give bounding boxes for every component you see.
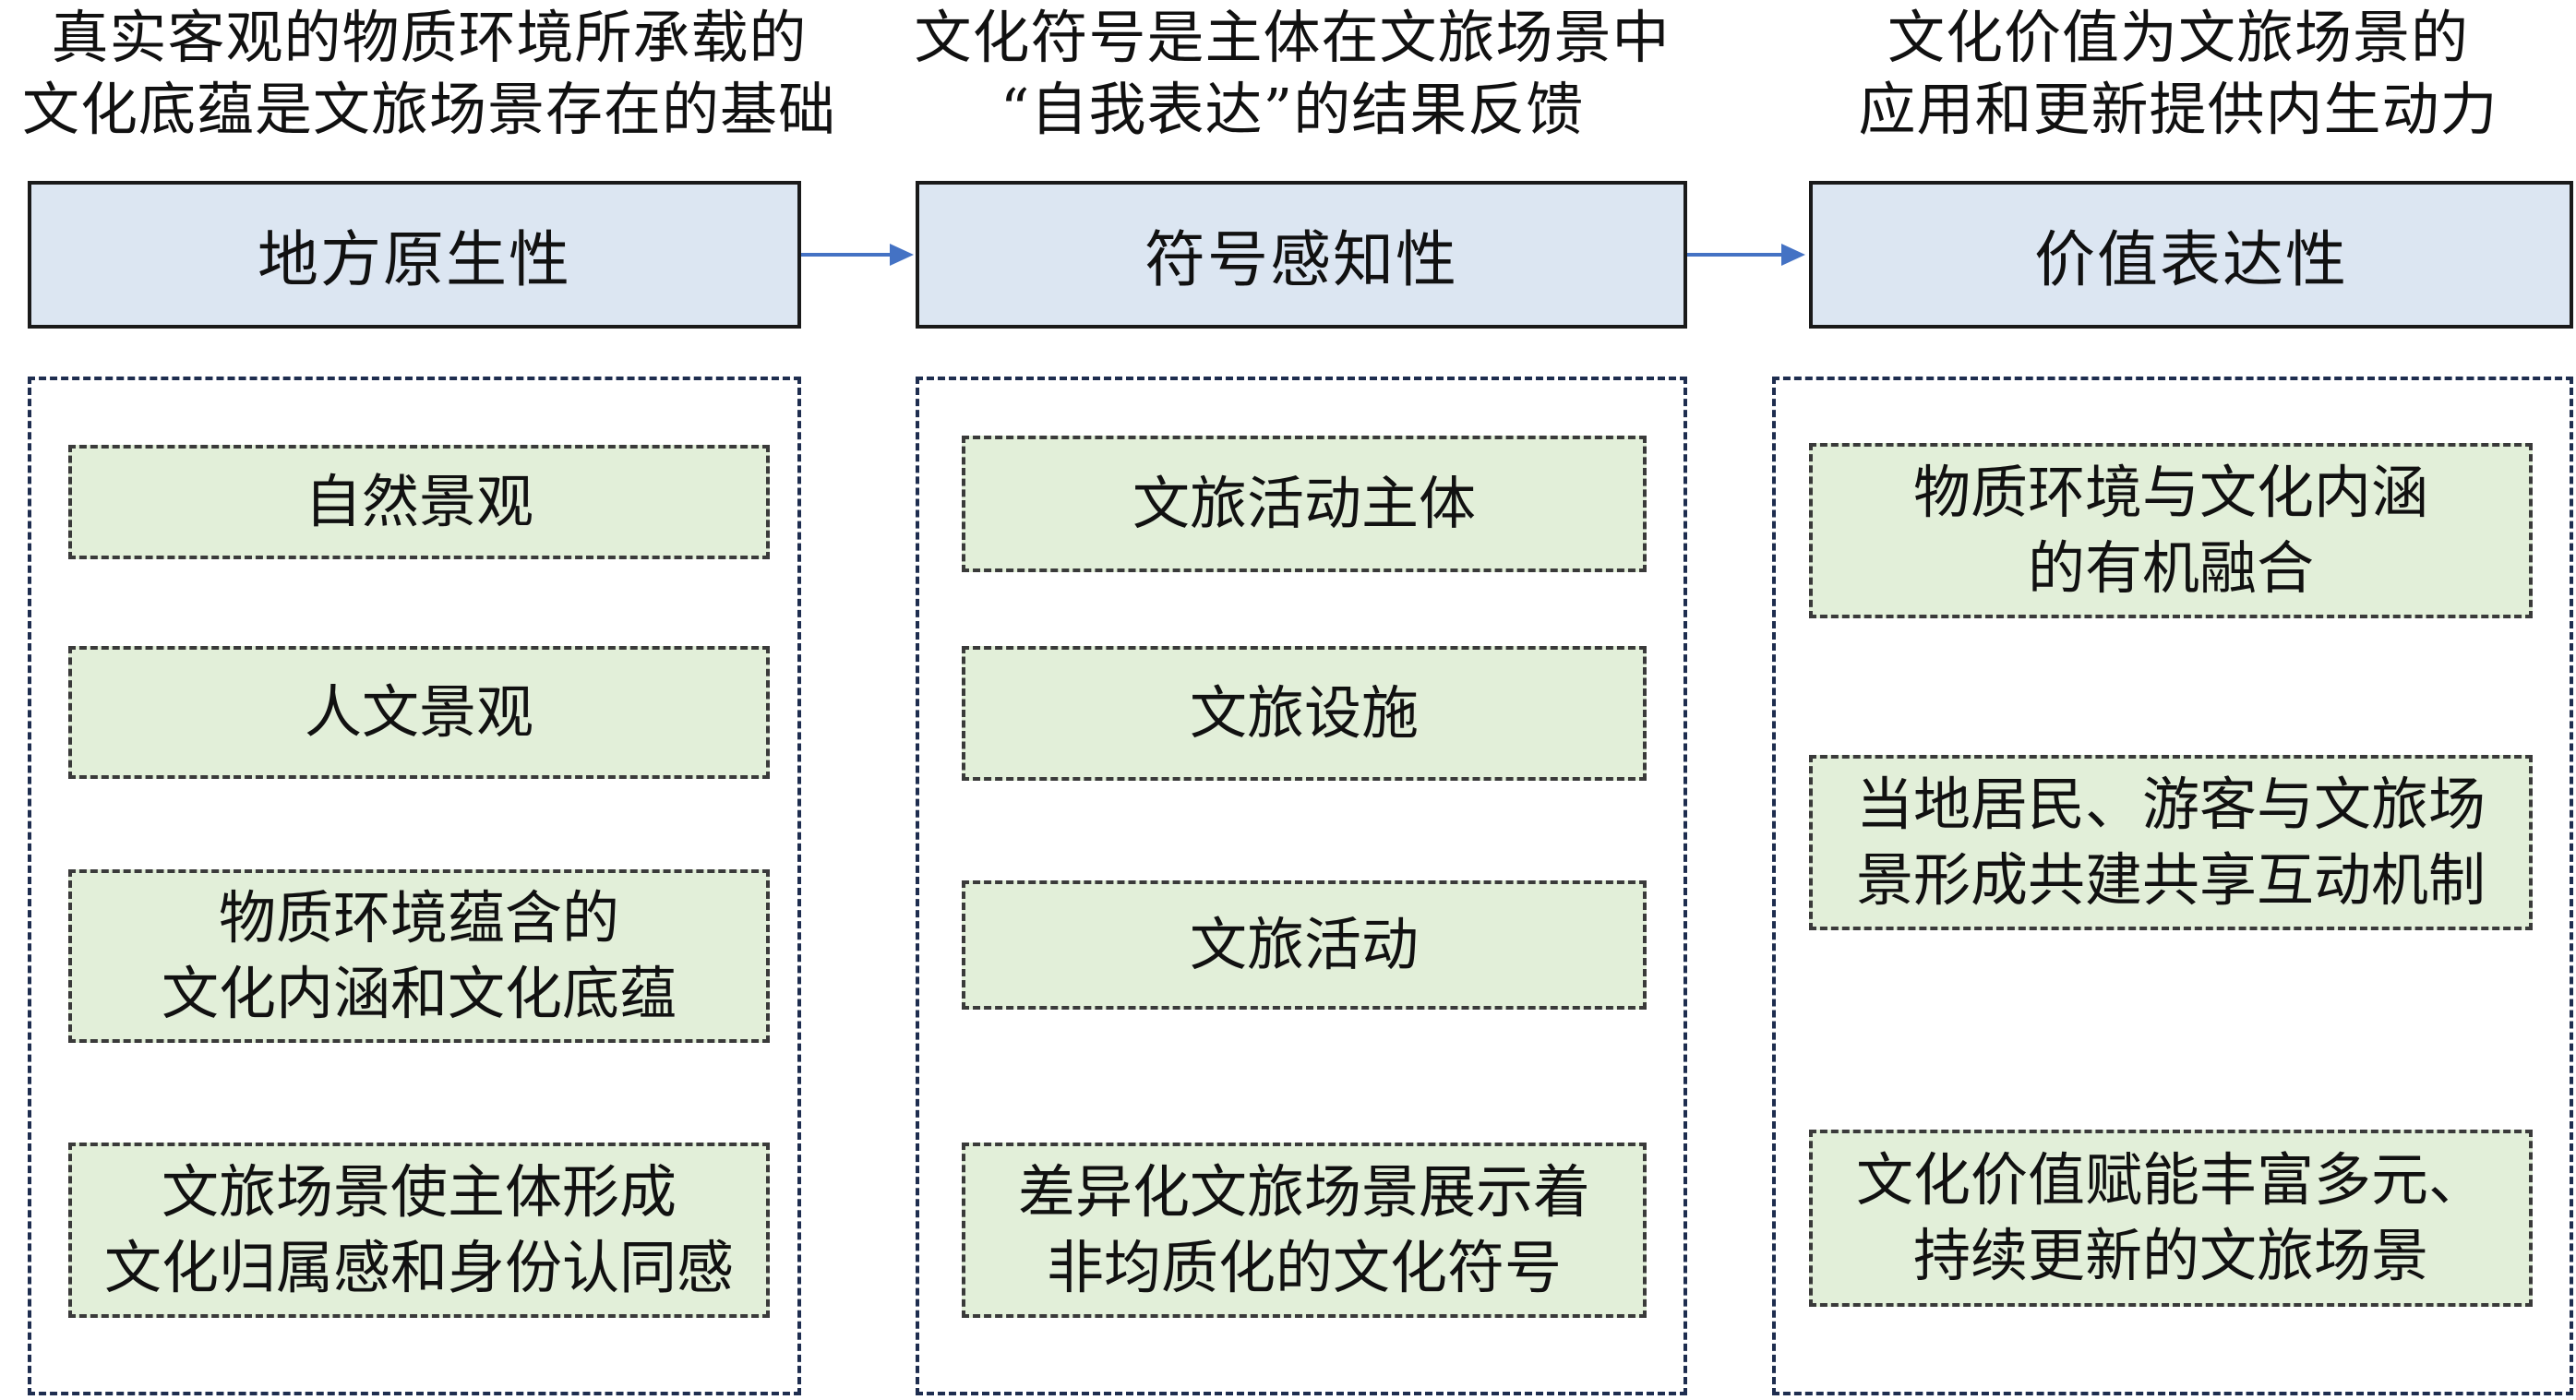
item-natural-landscape: 自然景观 [68, 445, 770, 559]
header-value-expression: 价值表达性 [1809, 181, 2573, 329]
panel-local-originality [28, 377, 801, 1395]
col3-caption-line2: 应用和更新提供内生动力 [1858, 76, 2498, 143]
item-activity-subject: 文旅活动主体 [962, 436, 1647, 572]
item-material-environment: 物质环境蕴含的 文化内涵和文化底蕴 [68, 869, 770, 1043]
item-differentiated-scenes: 差异化文旅场景展示着 非均质化的文化符号 [962, 1143, 1647, 1318]
item-value-empowerment: 文化价值赋能丰富多元、 持续更新的文旅场景 [1809, 1130, 2533, 1307]
panel-value-expression [1772, 377, 2573, 1395]
col1-caption-line1: 真实客观的物质环境所承载的 [51, 4, 808, 71]
item-belonging-identity: 文旅场景使主体形成 文化归属感和身份认同感 [68, 1143, 770, 1318]
col3-caption-line1: 文化价值为文旅场景的 [1887, 4, 2469, 71]
arrow-right-icon [1687, 244, 1805, 266]
col1-caption-line2: 文化底蕴是文旅场景存在的基础 [21, 76, 836, 143]
item-facilities: 文旅设施 [962, 646, 1647, 781]
col2-caption-line1: 文化符号是主体在文旅场景中 [914, 4, 1671, 71]
item-organic-fusion: 物质环境与文化内涵 的有机融合 [1809, 443, 2533, 618]
arrow-right-icon [801, 244, 914, 266]
header-local-originality: 地方原生性 [28, 181, 801, 329]
col2-caption-line2: “自我表达”的结果反馈 [1000, 76, 1585, 143]
item-co-build-sharing: 当地居民、游客与文旅场 景形成共建共享互动机制 [1809, 755, 2533, 930]
item-activities: 文旅活动 [962, 880, 1647, 1010]
panel-symbol-perception [916, 377, 1687, 1395]
item-cultural-landscape: 人文景观 [68, 646, 770, 779]
header-symbol-perception: 符号感知性 [916, 181, 1687, 329]
